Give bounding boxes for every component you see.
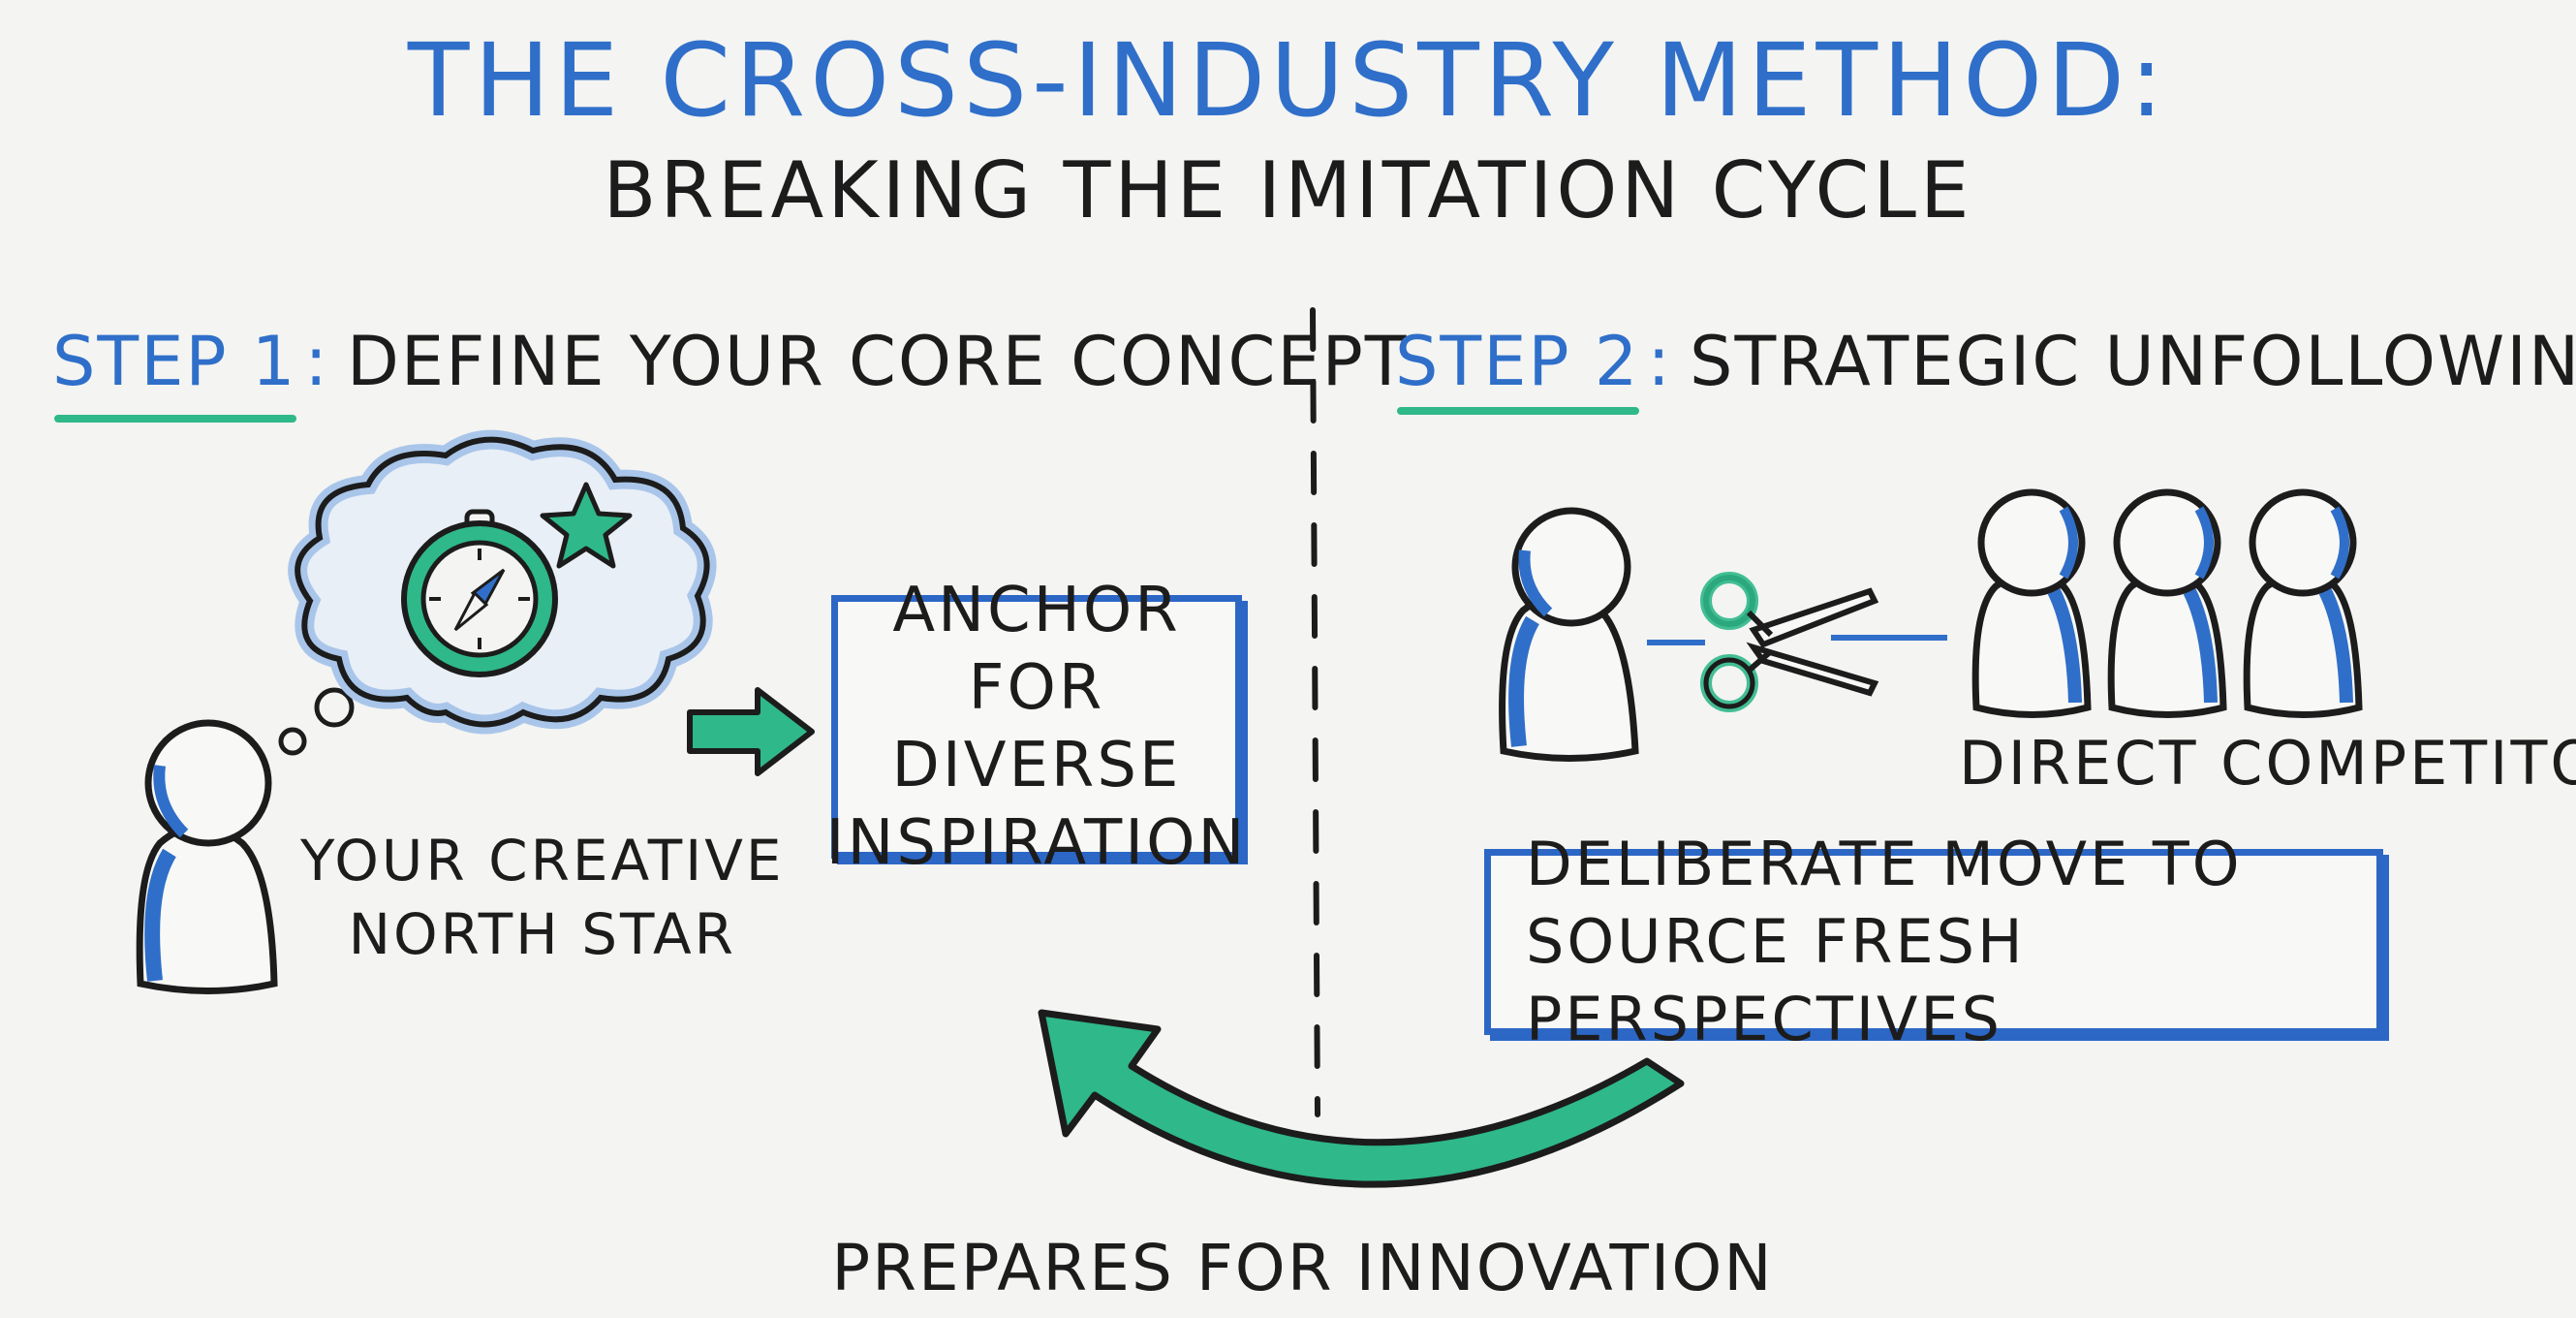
section-divider: [1310, 307, 1320, 1117]
step2-title: STRATEGIC UNFOLLOWING: [1690, 322, 2576, 401]
anchor-box-line2: DIVERSE: [891, 730, 1182, 801]
competitor-person-3: [2243, 488, 2363, 718]
page-subtitle: BREAKING THE IMITATION CYCLE: [603, 145, 1973, 235]
anchor-box-line3: INSPIRATION: [825, 807, 1248, 879]
arrow-right-icon: [687, 687, 815, 776]
deliberate-box: DELIBERATE MOVE TO SOURCE FRESH PERSPECT…: [1484, 829, 2383, 1054]
person-icon: [1499, 507, 1639, 762]
anchor-box-line1: ANCHOR FOR: [892, 575, 1181, 724]
scissors-icon: [1700, 572, 1879, 712]
thought-dot-small: [278, 727, 307, 756]
north-star-label-line1: YOUR CREATIVE: [300, 828, 785, 894]
curved-arrow-icon: [1038, 1009, 1685, 1188]
step2-underline: [1397, 407, 1639, 415]
anchor-box: ANCHOR FOR DIVERSE INSPIRATION: [826, 575, 1245, 879]
north-star-label: YOUR CREATIVE NORTH STAR: [300, 824, 785, 971]
deliberate-box-line2: SOURCE FRESH PERSPECTIVES: [1526, 906, 2026, 1054]
step1-colon: :: [304, 322, 330, 401]
person-icon: [136, 719, 278, 994]
prepares-label: PREPARES FOR INNOVATION: [831, 1231, 1774, 1305]
step1-number: STEP 1: [52, 322, 297, 401]
deliberate-box-line1: DELIBERATE MOVE TO: [1526, 829, 2243, 899]
star-icon: [540, 482, 633, 569]
step1-underline: [54, 415, 296, 423]
step1-title: DEFINE YOUR CORE CONCEPT: [347, 322, 1409, 401]
step2-heading: STEP 2:STRATEGIC UNFOLLOWING: [1395, 322, 2576, 401]
competitor-person-1: [1971, 488, 2092, 718]
page-title: THE CROSS-INDUSTRY METHOD:: [407, 21, 2169, 140]
compass-icon: [401, 509, 558, 677]
step1-heading: STEP 1:DEFINE YOUR CORE CONCEPT: [52, 322, 1409, 401]
thought-dot-medium: [314, 687, 355, 728]
competitors-label: DIRECT COMPETITORS: [1959, 728, 2576, 799]
competitor-person-2: [2107, 488, 2227, 718]
step2-colon: :: [1647, 322, 1673, 401]
step2-number: STEP 2: [1395, 322, 1640, 401]
north-star-label-line2: NORTH STAR: [348, 901, 736, 967]
